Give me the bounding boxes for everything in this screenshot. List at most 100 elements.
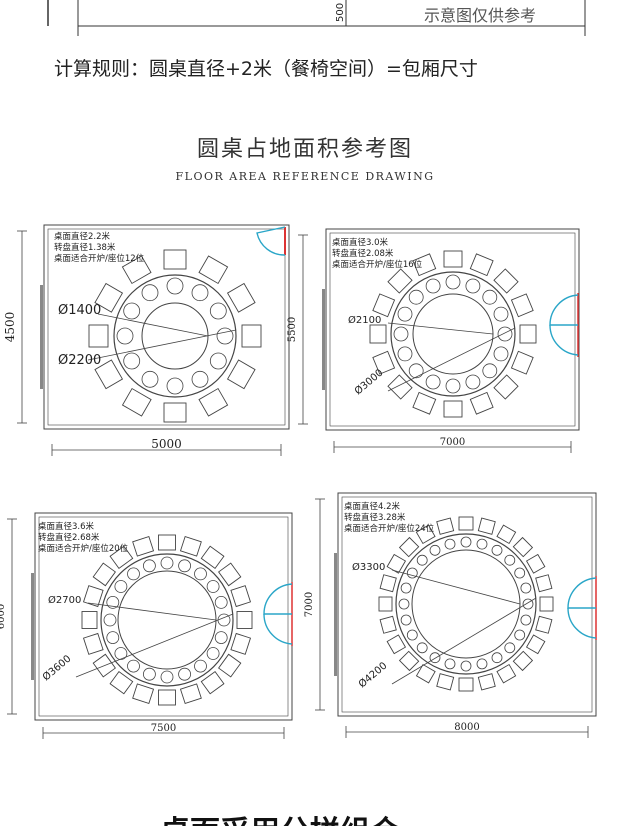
- top-dim-label: 500: [335, 3, 346, 22]
- place-setting: [465, 374, 481, 390]
- spec-line: 桌面适合开炉/座位12位: [54, 253, 145, 264]
- chair: [525, 634, 546, 655]
- door-swing-bottom: [549, 324, 579, 356]
- chair: [436, 673, 455, 691]
- chair: [218, 653, 242, 678]
- place-setting: [214, 631, 228, 644]
- chair: [158, 534, 176, 551]
- chair: [387, 268, 413, 294]
- place-setting: [142, 559, 156, 573]
- height-label: 7000: [304, 592, 315, 617]
- chair: [109, 671, 134, 695]
- chair: [436, 517, 455, 535]
- chair: [372, 293, 396, 318]
- width-label: 7500: [151, 723, 176, 734]
- chair: [477, 517, 496, 535]
- place-setting: [460, 536, 472, 548]
- table-leader: [87, 329, 237, 361]
- place-setting: [191, 284, 209, 302]
- chair: [539, 596, 554, 612]
- plan-4: Ø3300Ø4200桌面直径4.2米转盘直径3.28米桌面适合开炉/座位24位8…: [304, 492, 597, 738]
- chair: [94, 282, 124, 313]
- place-setting: [142, 667, 156, 681]
- chair: [477, 673, 496, 691]
- table-leader: [391, 597, 537, 685]
- chair: [198, 255, 229, 285]
- window-strip: [31, 573, 34, 680]
- place-setting: [408, 289, 424, 305]
- table-diameter-label: Ø3000: [352, 367, 385, 398]
- place-setting: [425, 374, 441, 390]
- place-setting: [400, 582, 412, 594]
- height-label: 5500: [287, 317, 298, 342]
- chair: [121, 255, 152, 285]
- place-setting: [504, 554, 516, 566]
- place-setting: [206, 647, 220, 660]
- place-setting: [465, 278, 481, 294]
- place-setting: [216, 327, 234, 345]
- chair: [94, 359, 124, 390]
- place-setting: [416, 642, 428, 654]
- chair: [496, 663, 517, 684]
- place-setting: [408, 363, 424, 379]
- chair: [132, 535, 155, 557]
- room-wall: [43, 224, 290, 430]
- table-leader: [387, 327, 516, 392]
- turntable-diameter-label: Ø2100: [348, 314, 381, 326]
- place-setting: [520, 582, 532, 594]
- table-top: [113, 274, 237, 398]
- place-setting: [194, 659, 207, 673]
- place-setting: [514, 629, 526, 641]
- place-setting: [493, 306, 509, 322]
- chair: [415, 524, 436, 545]
- turntable-diameter-label: Ø2700: [48, 594, 81, 606]
- height-label: 6000: [0, 604, 7, 629]
- width-label: 8000: [454, 722, 479, 733]
- place-setting: [445, 378, 461, 394]
- chair: [443, 400, 463, 418]
- chair: [387, 374, 413, 400]
- table-diameter-label: Ø4200: [356, 660, 389, 691]
- chair: [378, 596, 393, 612]
- room-wall-inner: [38, 516, 289, 717]
- place-setting: [425, 278, 441, 294]
- place-setting: [416, 554, 428, 566]
- plan-2: Ø2100Ø3000桌面直径3.0米转盘直径2.08米桌面适合开炉/座位16位7…: [287, 228, 580, 453]
- turntable-leader: [97, 313, 209, 337]
- place-setting: [191, 370, 209, 388]
- chair: [82, 585, 104, 608]
- table-top: [100, 553, 234, 687]
- chair: [512, 536, 534, 558]
- plan-3: Ø2700Ø3600桌面直径3.6米转盘直径2.68米桌面适合开炉/座位20位7…: [0, 512, 293, 739]
- place-setting: [398, 598, 410, 610]
- place-setting: [209, 352, 227, 370]
- turntable-leader: [87, 602, 217, 621]
- place-setting: [160, 670, 174, 684]
- place-setting: [141, 370, 159, 388]
- chair: [412, 253, 437, 277]
- place-setting: [476, 538, 488, 550]
- place-setting: [114, 580, 128, 593]
- place-setting: [504, 642, 516, 654]
- place-setting: [444, 658, 456, 670]
- chair: [412, 391, 437, 415]
- room-wall-inner: [341, 496, 593, 713]
- footer-heading-partial: 桌面采用分拼组合: [160, 815, 400, 826]
- chair: [386, 634, 407, 655]
- door-swing-bottom: [567, 607, 597, 639]
- chair: [198, 387, 229, 417]
- door-icon: [567, 576, 597, 640]
- spec-line: 转盘直径1.38米: [54, 242, 116, 253]
- chair: [163, 249, 187, 270]
- chair: [443, 250, 463, 268]
- plan-1: Ø1400Ø2200桌面直径2.2米转盘直径1.38米桌面适合开炉/座位12位5…: [3, 224, 290, 456]
- place-setting: [460, 660, 472, 672]
- place-setting: [166, 377, 184, 395]
- table-diameter-label: Ø2200: [58, 353, 101, 368]
- spec-line: 桌面适合开炉/座位16位: [332, 259, 423, 270]
- chair: [226, 282, 256, 313]
- spec-line: 桌面直径3.0米: [332, 237, 389, 248]
- place-setting: [445, 274, 461, 290]
- spec-line: 桌面适合开炉/座位20位: [38, 543, 129, 554]
- chair: [398, 536, 420, 558]
